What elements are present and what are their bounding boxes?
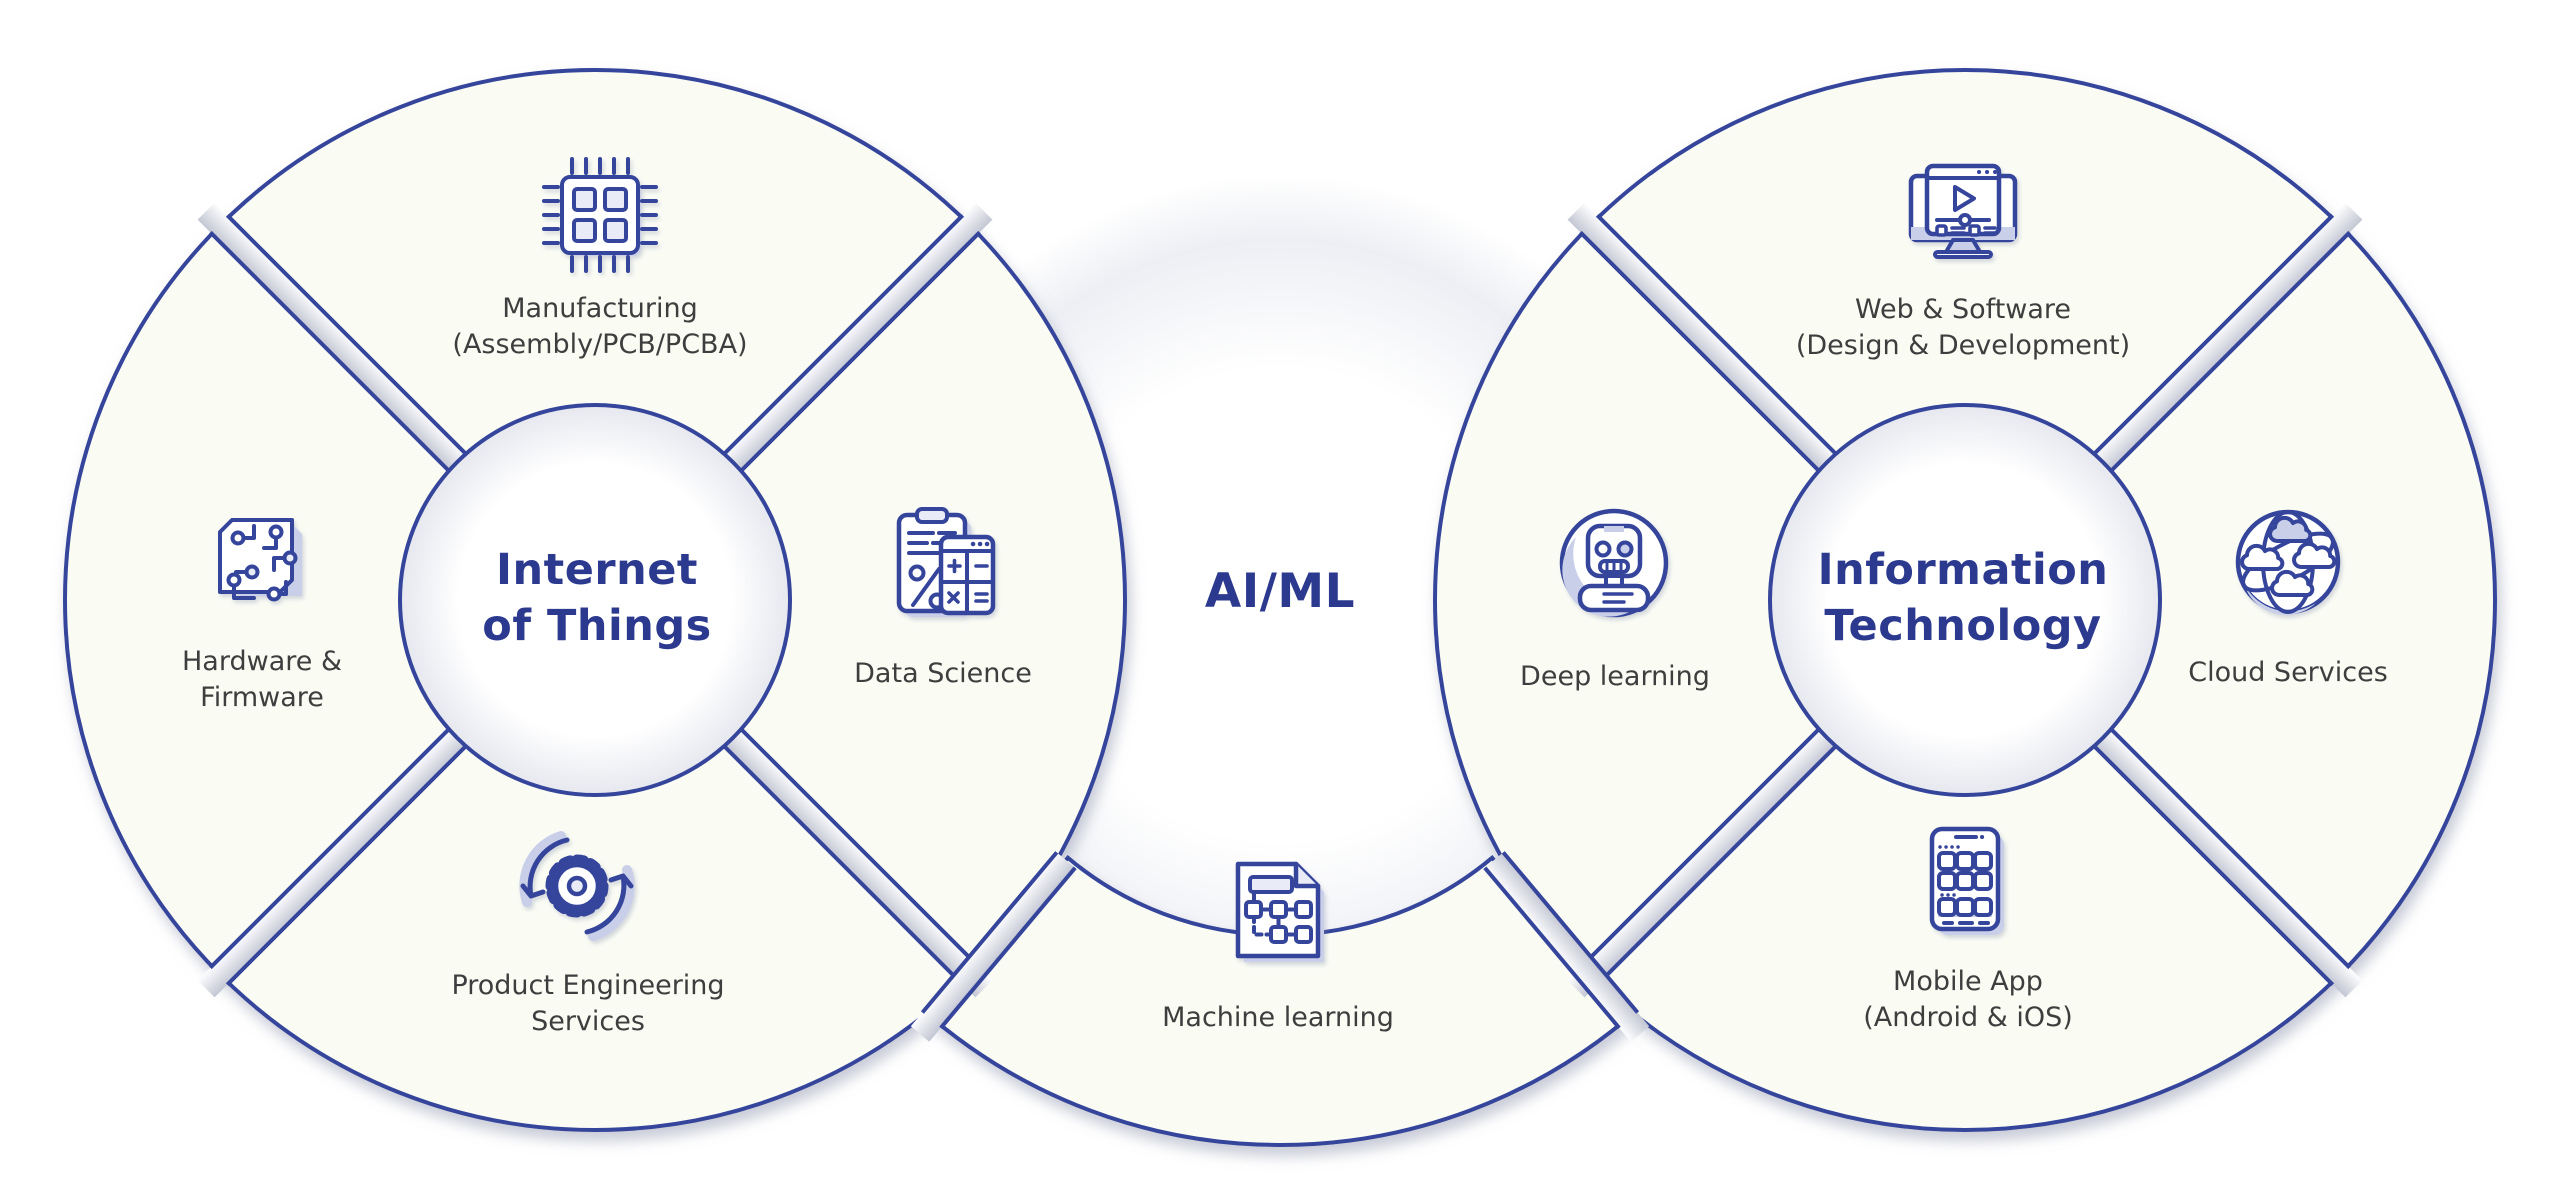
gear-sync-icon bbox=[519, 831, 635, 941]
hub-circle-it bbox=[1768, 403, 2162, 797]
segment-gap-channel bbox=[1567, 202, 1857, 492]
segment-gap-edges bbox=[2071, 706, 2352, 987]
calculator-clipboard-icon bbox=[896, 507, 996, 617]
segment-label-mobile-app: Mobile App (Android & iOS) bbox=[1863, 966, 2073, 1033]
segment-gap-edges bbox=[1483, 851, 1640, 1030]
segment-label-data-science: Data Science bbox=[854, 658, 1032, 689]
it-title-line1: Information bbox=[1817, 545, 2109, 595]
segment-label-hardware-firmware: Hardware & Firmware bbox=[182, 646, 342, 713]
chip-icon bbox=[542, 157, 658, 273]
web-player-icon bbox=[1908, 163, 2018, 259]
robot-icon bbox=[1559, 508, 1669, 618]
circuit-board-icon bbox=[218, 518, 302, 602]
hub-circle-iot bbox=[398, 403, 792, 797]
segment-gap-edges bbox=[208, 706, 489, 987]
segment-gap-channel bbox=[910, 852, 1076, 1042]
segment-gap-channel bbox=[1484, 852, 1650, 1042]
segment-gap-edges bbox=[701, 706, 982, 987]
segment-gap-channel bbox=[703, 202, 993, 492]
cluster-title-aiml: AI/ML bbox=[1205, 564, 1355, 620]
segment-gap-channel bbox=[2073, 708, 2363, 998]
segment-gap-edges bbox=[2071, 213, 2352, 494]
segment-label-machine-learning: Machine learning bbox=[1162, 1002, 1394, 1033]
segment-gap-edges bbox=[920, 851, 1077, 1030]
segment-label-cloud-services: Cloud Services bbox=[2188, 657, 2388, 688]
iot-title-line1: Internet bbox=[496, 545, 698, 595]
icons-layer bbox=[218, 157, 2341, 962]
segments-layer bbox=[63, 68, 2497, 1147]
segment-label-deep-learning: Deep learning bbox=[1520, 661, 1710, 692]
mobile-apps-icon bbox=[1929, 826, 2004, 935]
segment-gap-channel bbox=[197, 202, 487, 492]
segment-gap-edges bbox=[701, 213, 982, 494]
segment-gap-channel bbox=[2073, 202, 2363, 492]
segment-gap-channel bbox=[197, 708, 487, 998]
iot-title-line2: of Things bbox=[482, 601, 712, 651]
segment-label-web-software: Web & Software (Design & Development) bbox=[1795, 294, 2131, 361]
segment-gap-edges bbox=[1578, 213, 1859, 494]
cluster-title-iot: Internet of Things bbox=[482, 542, 711, 654]
segment-label-manufacturing: Manufacturing (Assembly/PCB/PCBA) bbox=[452, 293, 748, 360]
flowchart-document-icon bbox=[1235, 861, 1324, 962]
globe-cloud-icon bbox=[2235, 509, 2341, 615]
segment-gap-edges bbox=[208, 213, 489, 494]
segment-label-product-engineering: Product Engineering Services bbox=[451, 970, 725, 1037]
segment-gap-edges bbox=[1578, 706, 1859, 987]
segment-gap-channel bbox=[1567, 708, 1857, 998]
aiml-title-line1: AI/ML bbox=[1204, 564, 1356, 619]
segment-machine-learning bbox=[930, 854, 1630, 1147]
cluster-title-it: Information Technology bbox=[1818, 542, 2109, 654]
it-title-line2: Technology bbox=[1824, 601, 2102, 651]
segment-gap-channel bbox=[703, 708, 993, 998]
